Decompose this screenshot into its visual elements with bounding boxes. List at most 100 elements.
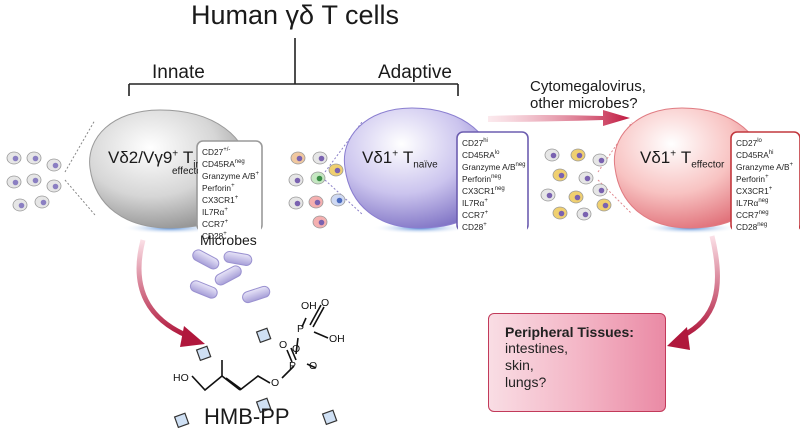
marker-level: + [224,206,228,213]
marker-level: neg [758,197,769,204]
marker-level: + [789,161,794,168]
effector-cell-t: T [676,148,692,167]
marker-name: IL7Rα [202,206,225,217]
small-cell-nucleus [314,199,321,206]
marker-row: CD45RAlo [462,148,523,160]
marker-row: Granzyme A/B+ [202,169,260,181]
small-cell-nucleus [602,202,609,209]
marker-row: CD27+/- [202,145,257,157]
hmbpp-cube [173,412,190,429]
small-cell-nucleus [316,175,323,182]
marker-name: CCR7 [462,209,485,220]
adaptive-label: Adaptive [378,62,452,83]
naive-cell-cluster [288,151,346,229]
effector-cell-sup: + [670,148,677,160]
tissue-item: skin, [505,357,534,373]
effector-cell-name: Vδ1 [640,148,671,167]
marker-row: CX3CR1neg [462,184,523,196]
naive-cell-label: Vδ1+ Tnaïve [362,148,438,170]
small-cell-nucleus [12,155,19,162]
atom-p-upper: P [297,323,305,335]
marker-name: CD27 [736,137,758,148]
small-cell-nucleus [294,200,301,207]
marker-level: + [234,194,239,201]
hmbpp-cube [195,345,212,362]
small-cell-nucleus [546,192,553,199]
marker-name: CD45RA [462,149,495,160]
hmbpp-cube [255,327,272,344]
marker-level: neg [494,185,505,192]
tissue-item: intestines, [505,340,569,356]
small-cell-nucleus [18,202,25,209]
marker-name: Granzyme A/B [202,170,256,181]
small-cell-nucleus [32,155,39,162]
marker-level: hi [768,149,774,156]
small-cell-nucleus [294,177,301,184]
marker-row: CD45RAneg [202,157,257,169]
marker-level: + [255,170,260,177]
marker-name: CD45RA [202,158,235,169]
marker-name: CD28 [736,221,758,232]
marker-level: + [768,185,773,192]
effector-to-tissues-arrow [667,235,720,350]
marker-row: CD27hi [462,136,523,148]
small-cell-nucleus [40,199,47,206]
effector-cell-label: Vδ1+ Teffector [640,148,724,170]
marker-level: + [484,197,488,204]
marker-name: CX3CR1 [736,185,769,196]
innate-to-hmbpp-arrow [136,239,205,347]
hmbpp-cube [321,409,338,426]
page-title: Human γδ T cells [190,0,400,30]
marker-row: CD45RAhi [736,148,795,160]
atom-p-lower: P [289,360,297,372]
stimulus-line-1: Cytomegalovirus, [530,78,646,95]
atom-ho: HO [173,372,189,384]
marker-level: neg [515,161,526,168]
innate-cell-cluster [6,151,62,212]
small-cell-nucleus [336,197,343,204]
small-cell-nucleus [318,155,325,162]
marker-row: Perforinneg [462,172,523,184]
hmbpp-cube [255,397,272,414]
marker-level: neg [757,221,768,228]
marker-name: CCR7 [202,218,225,229]
marker-name: CX3CR1 [202,194,235,205]
atom-oh-right: OH [329,333,345,345]
marker-row: CX3CR1+ [736,184,795,196]
stimulus-arrow [488,110,630,126]
atom-o-bridge: O [292,343,301,355]
marker-row: IL7Rα+ [202,205,257,217]
marker-name: IL7Rα [462,197,485,208]
small-cell-nucleus [558,210,565,217]
effector-cell-sub: effector [691,159,725,171]
small-cell-nucleus [52,162,59,169]
innate-label: Innate [152,62,205,83]
marker-level: + [483,221,487,228]
naive-cell-t: T [398,148,414,167]
stimulus-line-2: other microbes? [530,95,638,112]
marker-level: neg [234,158,245,165]
marker-row: CCR7neg [736,208,795,220]
marker-row: CD28+ [202,229,257,241]
stimulus-label: Cytomegalovirus, other microbes? [530,78,646,112]
marker-row: CCR7+ [202,217,257,229]
small-cell-nucleus [334,167,341,174]
microbes [189,249,271,304]
microbes-label: Microbes [200,232,257,248]
small-cell-nucleus [52,183,59,190]
atom-o-dbl-lower: O [279,339,288,351]
small-cell-nucleus [558,172,565,179]
marker-row: CD28neg [736,220,795,232]
marker-row: CCR7+ [462,208,523,220]
marker-name: Perforin [462,173,492,184]
marker-row: CX3CR1+ [202,193,257,205]
marker-name: CX3CR1 [462,185,495,196]
marker-name: Granzyme A/B [462,161,516,172]
marker-row: CD27lo [736,136,795,148]
marker-name: CD28 [462,221,484,232]
atom-o-dbl-upper: O [321,297,330,309]
atom-oh-top: OH [301,300,317,312]
marker-row: Granzyme A/B+ [736,160,795,172]
